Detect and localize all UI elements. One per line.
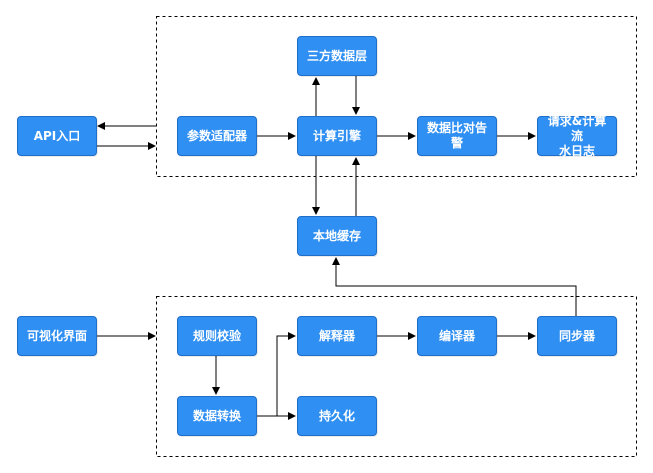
- node-local-cache[interactable]: 本地缓存: [297, 216, 377, 256]
- node-param-adapter[interactable]: 参数适配器: [177, 116, 257, 156]
- node-compiler[interactable]: 编译器: [417, 316, 497, 356]
- edge-sync-to-cache: [332, 257, 577, 316]
- node-synchronizer[interactable]: 同步器: [537, 316, 617, 356]
- node-local-cache-label: 本地缓存: [312, 228, 361, 243]
- node-compute-engine[interactable]: 计算引擎: [297, 116, 377, 156]
- node-third-party-data-label: 三方数据层: [306, 48, 367, 63]
- node-request-log-label: 请求&计算流 水日志: [547, 113, 607, 158]
- node-compute-engine-label: 计算引擎: [312, 128, 361, 143]
- node-request-log[interactable]: 请求&计算流 水日志: [537, 113, 617, 158]
- lower-group-border: [156, 296, 637, 457]
- node-rule-check[interactable]: 规则校验: [177, 316, 257, 356]
- node-compiler-label: 编译器: [438, 328, 475, 343]
- upper-group-border: [156, 16, 637, 177]
- node-api-entry-label: API入口: [33, 128, 81, 143]
- node-data-convert-label: 数据转换: [192, 408, 241, 423]
- node-data-compare-alert[interactable]: 数据比对告警: [417, 116, 497, 156]
- node-persistence-label: 持久化: [318, 408, 355, 423]
- node-data-convert[interactable]: 数据转换: [177, 396, 257, 436]
- node-data-compare-alert-label: 数据比对告警: [426, 121, 487, 150]
- node-visual-ui-label: 可视化界面: [26, 328, 87, 343]
- node-synchronizer-label: 同步器: [558, 328, 595, 343]
- node-api-entry[interactable]: API入口: [17, 116, 97, 156]
- node-param-adapter-label: 参数适配器: [186, 128, 247, 143]
- node-third-party-data[interactable]: 三方数据层: [297, 36, 377, 76]
- node-parser-label: 解释器: [318, 328, 355, 343]
- node-rule-check-label: 规则校验: [192, 328, 241, 343]
- node-persistence[interactable]: 持久化: [297, 396, 377, 436]
- node-visual-ui[interactable]: 可视化界面: [17, 316, 97, 356]
- node-parser[interactable]: 解释器: [297, 316, 377, 356]
- edge-convert-to-parser: [257, 332, 296, 417]
